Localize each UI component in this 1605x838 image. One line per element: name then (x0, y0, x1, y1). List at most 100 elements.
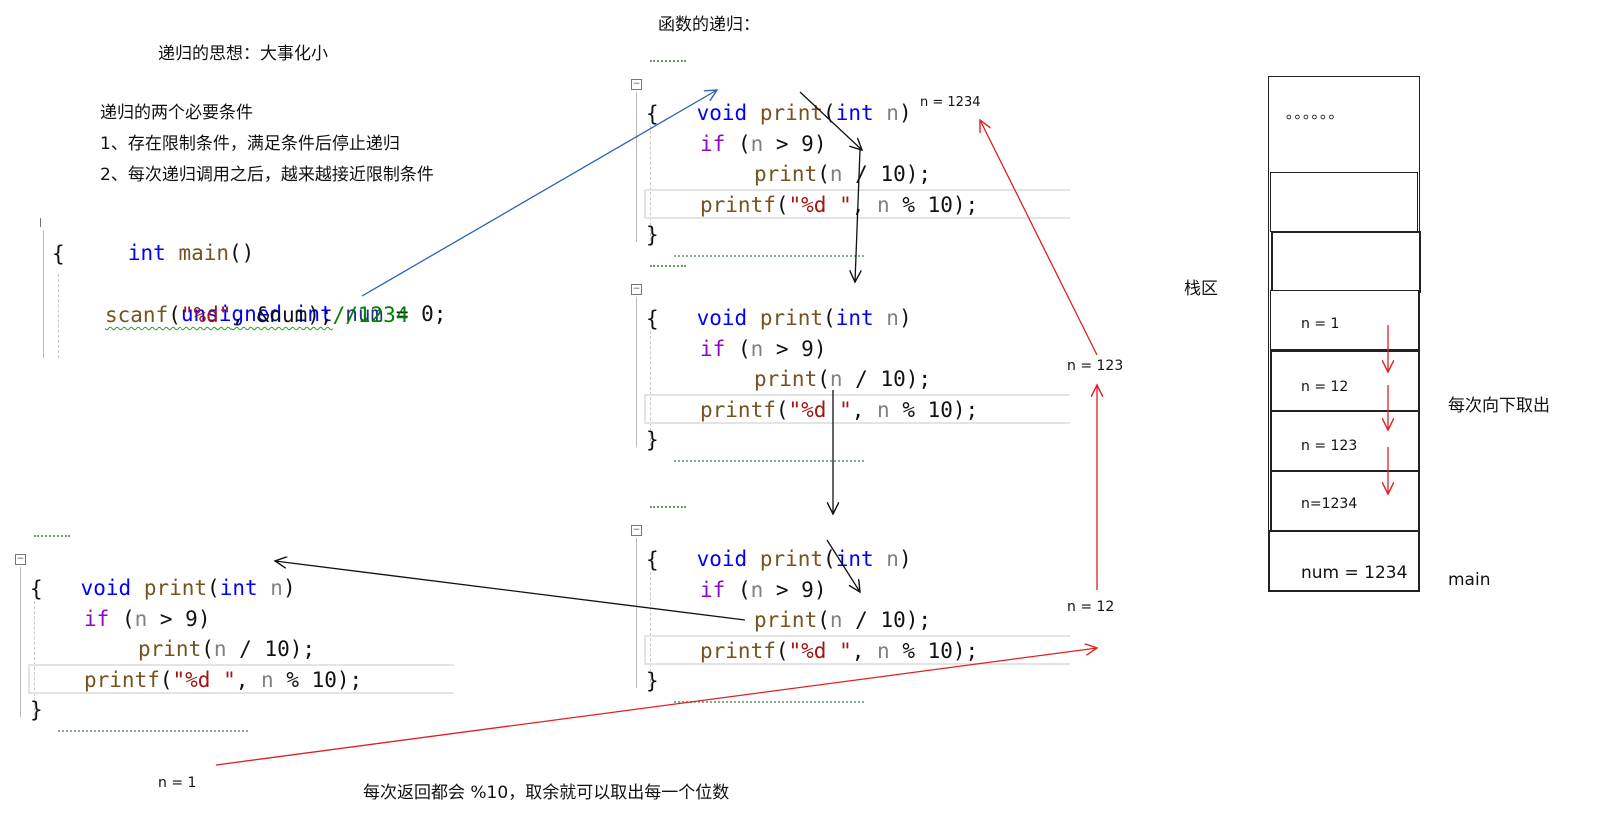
print-function-name: print (759, 547, 824, 571)
printf-var: n (261, 668, 274, 692)
breadcrumb-fragment (58, 730, 248, 736)
indent-guide (636, 538, 637, 688)
collapse-toggle-icon[interactable]: − (631, 525, 642, 536)
printf-name: printf (700, 193, 776, 217)
stack-cell-label: n=1234 (1301, 496, 1358, 512)
printf-args: % 10); (273, 668, 363, 692)
stack-cell-empty (1270, 172, 1418, 232)
scanf-args: , &num); (231, 303, 333, 327)
recursive-call-open: ( (817, 162, 830, 186)
param-type: int (835, 306, 874, 330)
recursive-call-name: print (138, 637, 202, 661)
flow-arrow (799, 91, 862, 150)
open-brace: { (646, 102, 659, 126)
print-return-type: void (696, 547, 748, 571)
if-keyword: if (700, 337, 726, 361)
printf-open: ( (159, 668, 173, 692)
stack-area-label: 栈区 (1184, 279, 1218, 299)
print-return-type: void (696, 101, 748, 125)
print-open-paren: ( (207, 576, 220, 600)
decl-initializer: = 0; (383, 302, 447, 326)
print-close-paren: ) (898, 547, 912, 571)
close-brace: } (646, 223, 659, 247)
printf-sep: , (235, 668, 262, 692)
if-condition: > 9) (763, 337, 827, 361)
indent-guide (34, 601, 35, 721)
collapse-toggle-icon[interactable]: − (15, 554, 26, 565)
flow-label-n1: n = 1 (158, 775, 197, 791)
mod-note: 每次返回都会 %10，取余就可以取出每一个位数 (363, 783, 730, 803)
printf-args: % 10); (889, 639, 979, 663)
breadcrumb-fragment (650, 506, 686, 512)
fold-marker (40, 218, 44, 227)
recursive-call-open: ( (817, 608, 830, 632)
take-down-label: 每次向下取出 (1448, 396, 1550, 416)
recursive-call-name: print (754, 367, 818, 391)
close-brace: } (646, 669, 659, 693)
printf-var: n (877, 193, 890, 217)
if-open: ( (725, 578, 751, 602)
scanf-comment: //1234 (332, 303, 409, 327)
main-function-name: main (178, 241, 230, 265)
if-open: ( (109, 607, 135, 631)
indent-guide (20, 567, 21, 717)
stack-ellipsis: 。。。。。。 (1286, 104, 1345, 122)
breadcrumb-fragment (674, 460, 864, 466)
recursive-call-name: print (754, 608, 818, 632)
condition-2: 2、每次递归调用之后，越来越接近限制条件 (100, 165, 434, 185)
printf-format: "%d " (788, 193, 852, 217)
collapse-toggle-icon[interactable]: − (631, 284, 642, 295)
print-close-paren: ) (898, 101, 912, 125)
main-open-brace: { (52, 242, 65, 266)
stack-cell-label: n = 123 (1301, 438, 1358, 454)
close-brace: } (646, 428, 659, 452)
print-close-paren: ) (282, 576, 296, 600)
print-function-name: print (759, 101, 824, 125)
main-frame-label: main (1448, 570, 1491, 590)
recursive-call-args: / 10); (842, 367, 932, 391)
print-return-type: void (80, 576, 132, 600)
call-arrow-main-to-print (361, 90, 717, 297)
recursive-call-open: ( (201, 637, 214, 661)
if-var: n (134, 607, 148, 631)
return-arrow-n123 (980, 120, 1098, 356)
printf-name: printf (84, 668, 160, 692)
flow-label-n1234: n = 1234 (920, 95, 981, 110)
collapse-toggle-icon[interactable]: − (631, 79, 642, 90)
if-var: n (750, 132, 764, 156)
print-function-name: print (759, 306, 824, 330)
print-close-paren: ) (898, 306, 912, 330)
if-keyword: if (700, 132, 726, 156)
printf-sep: , (851, 639, 878, 663)
param-name: n (886, 306, 899, 330)
if-condition: > 9) (147, 607, 211, 631)
indent-guide (43, 230, 44, 358)
indent-guide (636, 92, 637, 242)
indent-guide (636, 297, 637, 447)
print-function-block-2: − void print(int n) { if (n > 9) print(n… (630, 265, 1070, 466)
recursive-call-name: print (754, 162, 818, 186)
conditions-title: 递归的两个必要条件 (100, 103, 253, 123)
recursive-call-var: n (829, 608, 843, 632)
breadcrumb-fragment (674, 701, 864, 707)
recursive-call-var: n (829, 367, 843, 391)
stack-cell (1270, 290, 1419, 350)
if-open: ( (725, 132, 751, 156)
stack-cell-main (1269, 530, 1419, 591)
stack-cell-label: n = 12 (1301, 379, 1349, 395)
if-keyword: if (84, 607, 110, 631)
stack-cell-empty (1271, 231, 1421, 293)
print-function-block-4: − void print(int n) { if (n > 9) print(n… (14, 535, 454, 736)
printf-open: ( (775, 193, 789, 217)
printf-var: n (877, 639, 890, 663)
print-return-type: void (696, 306, 748, 330)
printf-name: printf (700, 639, 776, 663)
printf-format: "%d " (788, 398, 852, 422)
param-name: n (886, 547, 899, 571)
main-code-block: int main() { unsigned int num = 0; scanf… (38, 208, 458, 358)
decl-unsigned-keyword: unsigned (180, 302, 283, 326)
param-type: int (835, 547, 874, 571)
printf-args: % 10); (889, 398, 979, 422)
